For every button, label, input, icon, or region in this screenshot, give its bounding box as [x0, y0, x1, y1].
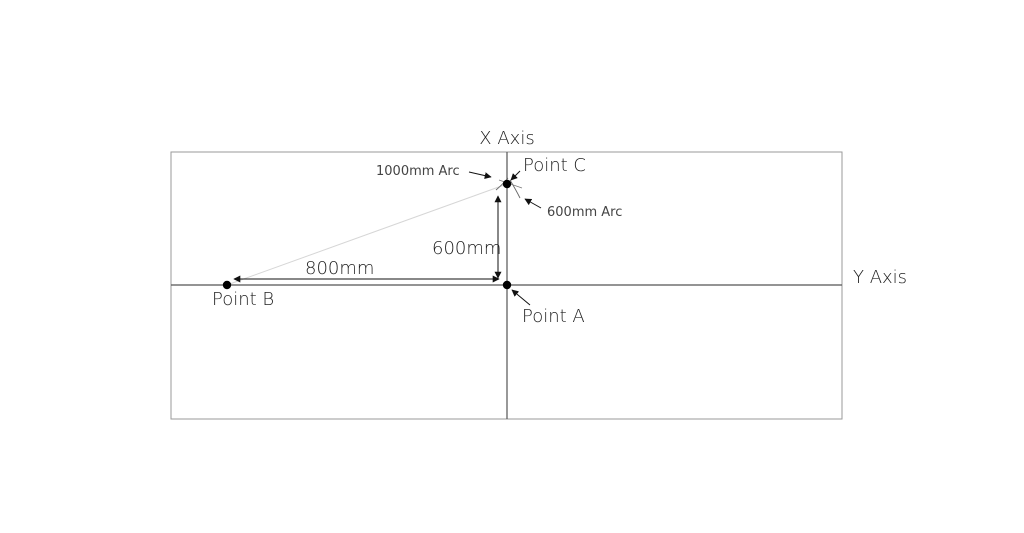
point-a-label: Point A	[522, 306, 585, 327]
point-a-marker	[502, 280, 512, 290]
x-axis-label: X Axis	[479, 128, 534, 149]
leader-point-c	[510, 170, 521, 181]
arc-1000-label: 1000mm Arc	[376, 164, 460, 179]
dimension-label-600: 600mm	[432, 238, 501, 259]
point-b-label: Point B	[212, 289, 274, 310]
arc-1000-stroke	[495, 177, 509, 191]
hypotenuse-line	[226, 183, 508, 286]
leader-arc-600	[524, 198, 542, 209]
leader-arc-1000	[468, 171, 492, 180]
point-c-marker	[502, 179, 512, 189]
y-axis-label: Y Axis	[853, 267, 907, 288]
point-c-label: Point C	[523, 155, 586, 176]
point-b-marker	[222, 280, 232, 290]
arc-600-label: 600mm Arc	[547, 205, 622, 220]
dimension-label-800: 800mm	[305, 258, 374, 279]
leader-point-a	[511, 289, 531, 306]
arc-600-stroke	[509, 179, 521, 199]
